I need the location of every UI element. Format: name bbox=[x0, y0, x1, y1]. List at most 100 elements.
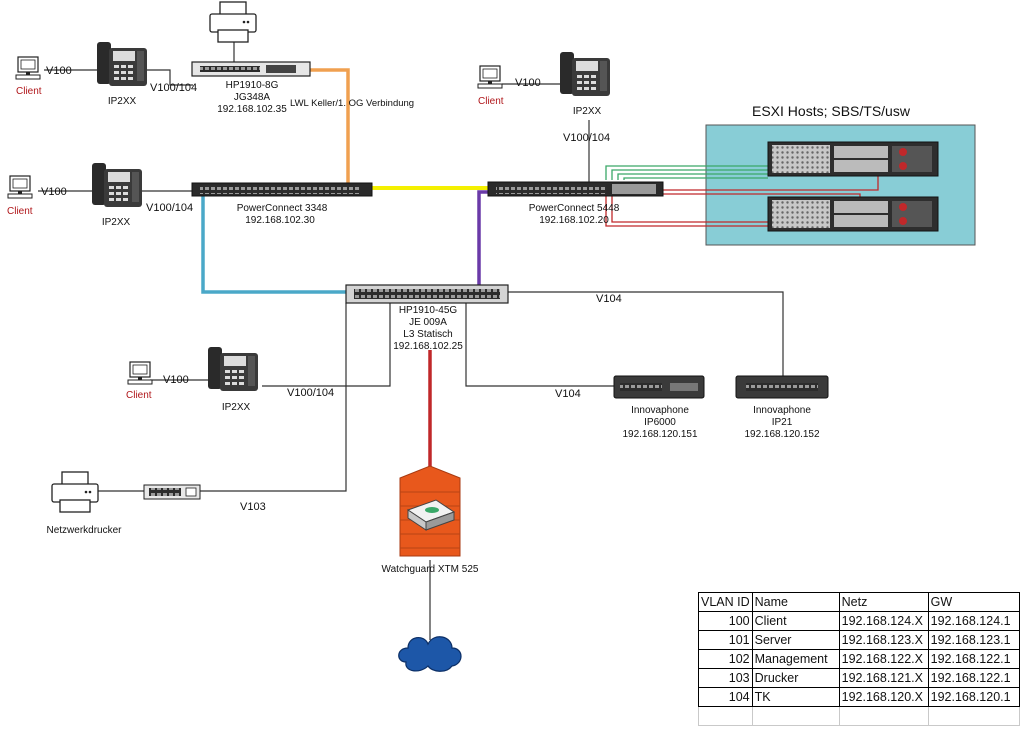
esxi-server-2 bbox=[767, 196, 939, 232]
vlan-netz-cell: 192.168.124.X bbox=[838, 611, 929, 631]
v100-label-2: V100 bbox=[41, 186, 67, 198]
v100-label-1: V100 bbox=[46, 65, 72, 77]
phone-label-2: IP2XX bbox=[101, 217, 131, 228]
innovaphone-ip6000-device bbox=[613, 375, 705, 399]
switch-powerconnect-3348 bbox=[191, 182, 373, 197]
hp1910-8g-name: HP1910-8G bbox=[225, 80, 279, 91]
switch-powerconnect-5448 bbox=[487, 181, 664, 197]
col-gw: GW bbox=[927, 592, 1020, 612]
table-row: 100 Client 192.168.124.X 192.168.124.1 bbox=[698, 611, 1020, 631]
pc3348-ip: 192.168.102.30 bbox=[245, 215, 315, 226]
vlan-name-cell: Management bbox=[751, 649, 840, 669]
empty-cell bbox=[927, 706, 1020, 726]
hp1910-45g-name: HP1910-45G bbox=[398, 305, 458, 316]
hp1910-45g-mode: L3 Statisch bbox=[403, 329, 453, 340]
ip6000-ip: 192.168.120.151 bbox=[622, 429, 698, 440]
cable-lwl-orange bbox=[308, 68, 350, 186]
pc5448-ip: 192.168.102.20 bbox=[539, 215, 609, 226]
ip-phone-icon bbox=[560, 52, 610, 96]
phone-label-4: IP2XX bbox=[221, 402, 251, 413]
switch-hp1910-8g bbox=[191, 61, 311, 77]
cable-v103-drucker bbox=[200, 303, 347, 492]
phone-label-3: IP2XX bbox=[572, 106, 602, 117]
v100-104-label-1: V100/104 bbox=[150, 82, 198, 94]
vlan-gw-cell: 192.168.122.1 bbox=[927, 649, 1020, 669]
client-label-2: Client bbox=[7, 206, 33, 217]
vlan-netz-cell: 192.168.123.X bbox=[838, 630, 929, 650]
vlan-table-header: VLAN ID Name Netz GW bbox=[698, 592, 1020, 612]
col-name: Name bbox=[751, 592, 840, 612]
vlan-name-cell: Server bbox=[751, 630, 840, 650]
table-row-empty bbox=[698, 706, 1020, 726]
ip-phone-icon bbox=[97, 42, 147, 86]
cable-phone-hp1910-8g bbox=[147, 69, 193, 86]
col-netz: Netz bbox=[838, 592, 929, 612]
empty-cell bbox=[698, 706, 753, 726]
v100-104-label-4: V100/104 bbox=[287, 387, 335, 399]
ip21-model: IP21 bbox=[771, 417, 793, 428]
phone-label-1: IP2XX bbox=[107, 96, 137, 107]
client-label-3: Client bbox=[478, 96, 504, 107]
ip-phone-icon bbox=[92, 163, 142, 207]
v104-label-1: V104 bbox=[596, 293, 622, 305]
vlan-id-cell: 104 bbox=[698, 687, 753, 707]
table-row: 102 Management 192.168.122.X 192.168.122… bbox=[698, 649, 1020, 669]
table-row: 101 Server 192.168.123.X 192.168.123.1 bbox=[698, 630, 1020, 650]
esxi-title: ESXI Hosts; SBS/TS/usw bbox=[752, 103, 910, 119]
v104-label-2: V104 bbox=[555, 388, 581, 400]
vlan-id-cell: 103 bbox=[698, 668, 753, 688]
v100-label-4: V100 bbox=[163, 374, 189, 386]
lwl-label: LWL Keller/1. OG Verbindung bbox=[290, 98, 415, 109]
table-row: 103 Drucker 192.168.121.X 192.168.122.1 bbox=[698, 668, 1020, 688]
innovaphone-ip21-device bbox=[735, 375, 829, 399]
empty-cell bbox=[751, 706, 840, 726]
hp1910-45g-ip: 192.168.102.25 bbox=[393, 341, 463, 352]
hp1910-8g-model: JG348A bbox=[233, 92, 271, 103]
netzwerkdrucker-icon bbox=[51, 471, 99, 513]
empty-cell bbox=[838, 706, 929, 726]
watchguard-label: Watchguard XTM 525 bbox=[381, 564, 479, 575]
vlan-netz-cell: 192.168.121.X bbox=[838, 668, 929, 688]
cable-green-3 bbox=[617, 173, 768, 180]
internet-cloud-icon bbox=[398, 636, 462, 672]
vlan-netz-cell: 192.168.122.X bbox=[838, 649, 929, 669]
printer-icon bbox=[209, 1, 257, 43]
esxi-server-1 bbox=[767, 141, 939, 177]
ip21-ip: 192.168.120.152 bbox=[744, 429, 820, 440]
vlan-name-cell: Drucker bbox=[751, 668, 840, 688]
vlan-table: VLAN ID Name Netz GW 100 Client 192.168.… bbox=[698, 592, 1020, 726]
client-label-4: Client bbox=[126, 390, 152, 401]
vlan-gw-cell: 192.168.122.1 bbox=[927, 668, 1020, 688]
ip21-vendor: Innovaphone bbox=[753, 405, 811, 416]
pc3348-name: PowerConnect 3348 bbox=[236, 203, 328, 214]
hp1910-45g-model: JE 009A bbox=[409, 317, 447, 328]
client-label-1: Client bbox=[16, 86, 42, 97]
vlan-netz-cell: 192.168.120.X bbox=[838, 687, 929, 707]
client-computer-icon bbox=[7, 175, 33, 199]
v100-label-3: V100 bbox=[515, 77, 541, 89]
vlan-gw-cell: 192.168.123.1 bbox=[927, 630, 1020, 650]
cable-blue bbox=[201, 196, 347, 294]
v103-label: V103 bbox=[240, 501, 266, 513]
netzwerkdrucker-label: Netzwerkdrucker bbox=[46, 525, 122, 536]
cable-purple bbox=[477, 190, 500, 290]
vlan-gw-cell: 192.168.124.1 bbox=[927, 611, 1020, 631]
cable-green-1 bbox=[605, 165, 768, 180]
cables bbox=[38, 40, 893, 640]
small-switch-icon bbox=[143, 484, 201, 500]
vlan-id-cell: 101 bbox=[698, 630, 753, 650]
vlan-name-cell: TK bbox=[751, 687, 840, 707]
pc5448-name: PowerConnect 5448 bbox=[528, 203, 620, 214]
ip6000-vendor: Innovaphone bbox=[631, 405, 689, 416]
v100-104-label-3: V100/104 bbox=[563, 132, 611, 144]
watchguard-firewall-icon bbox=[399, 465, 461, 557]
cable-v104-ip6000 bbox=[465, 303, 614, 387]
cable-phone-hp1910-45g bbox=[262, 303, 391, 387]
vlan-id-cell: 100 bbox=[698, 611, 753, 631]
hp1910-8g-ip: 192.168.102.35 bbox=[217, 104, 287, 115]
ip-phone-icon bbox=[208, 347, 258, 391]
cable-green-2 bbox=[611, 169, 768, 180]
col-vlan-id: VLAN ID bbox=[698, 592, 753, 612]
client-computer-icon bbox=[127, 361, 153, 385]
